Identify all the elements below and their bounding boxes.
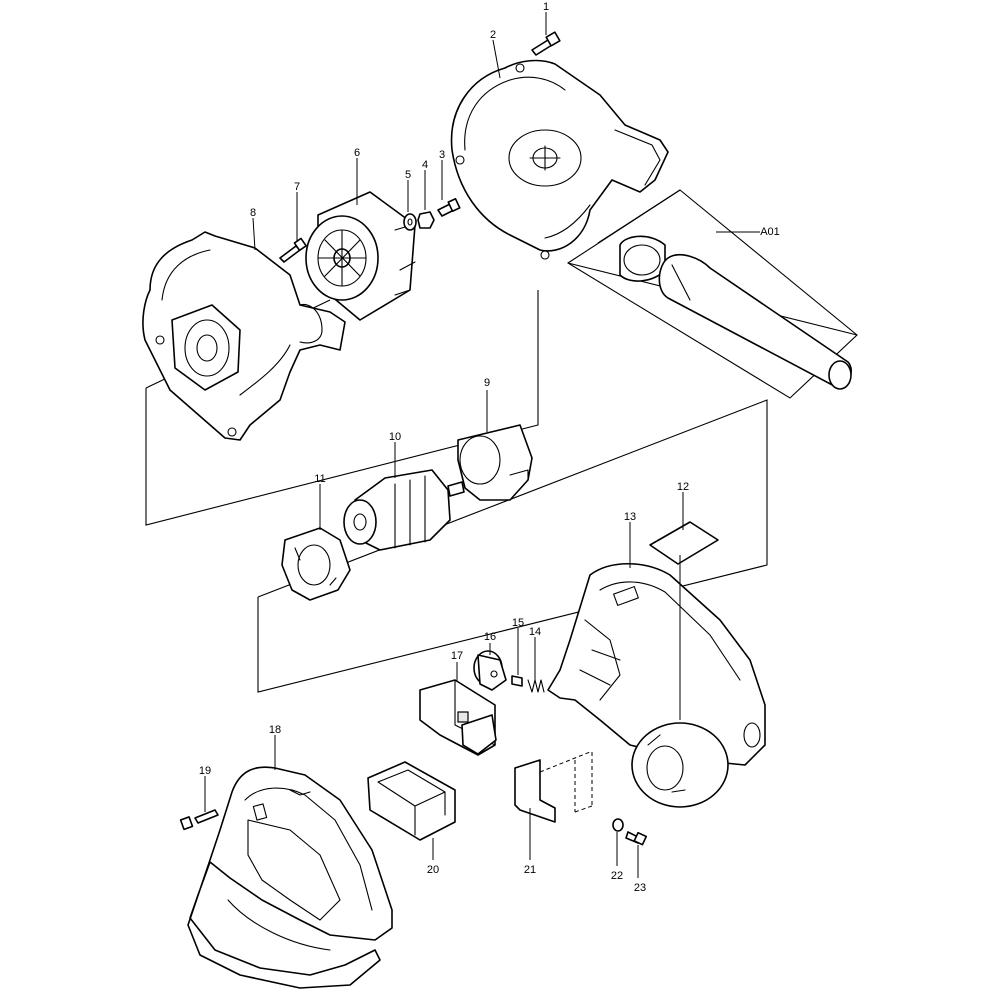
main-housing-part-13[interactable] — [547, 562, 766, 808]
screw-part-23[interactable] — [625, 831, 648, 846]
bracket-part-21[interactable] — [514, 751, 593, 823]
label-2: 2 — [490, 29, 496, 41]
terminal-plate-part-20[interactable] — [367, 761, 456, 841]
label-7: 7 — [294, 181, 300, 193]
label-10: 10 — [389, 431, 401, 443]
brush-holder-part-11[interactable] — [281, 527, 351, 601]
washer-part-22[interactable] — [612, 818, 624, 832]
label-11: 11 — [314, 473, 325, 485]
label-9: 9 — [484, 377, 490, 389]
label-20: 20 — [427, 864, 439, 876]
blower-housing-part-8[interactable] — [142, 231, 346, 441]
label-18: 18 — [269, 724, 281, 736]
nut-part-4[interactable] — [417, 211, 435, 229]
label-23: 23 — [634, 882, 646, 894]
switch-part-17[interactable] — [419, 679, 497, 756]
screw-part-3[interactable] — [437, 197, 461, 217]
switch-knob-part-16[interactable] — [473, 650, 507, 691]
screw-part-19[interactable] — [179, 809, 219, 831]
label-4: 4 — [422, 159, 428, 171]
label-22: 22 — [611, 870, 623, 882]
handle-housing-part-18[interactable] — [187, 766, 393, 989]
label-16: 16 — [484, 631, 496, 643]
nozzle-part-a01[interactable] — [566, 189, 858, 399]
pin-part-15[interactable] — [511, 675, 523, 687]
fan-cover-part-2[interactable] — [450, 59, 669, 260]
spring-part-14[interactable] — [527, 679, 545, 693]
label-5: 5 — [405, 169, 411, 181]
fan-part-6[interactable] — [305, 191, 416, 321]
part-labels: 1 2 3 4 5 6 7 8 9 10 11 12 13 14 15 16 1… — [199, 1, 780, 894]
motor-part-10[interactable] — [343, 469, 465, 551]
leader-lines — [204, 12, 760, 878]
label-17: 17 — [451, 650, 463, 662]
label-part-12[interactable] — [649, 521, 719, 565]
washer-part-5[interactable] — [403, 213, 417, 231]
label-3: 3 — [439, 149, 445, 161]
label-12: 12 — [677, 481, 689, 493]
label-19: 19 — [199, 765, 211, 777]
motor-cap-part-9[interactable] — [457, 424, 533, 501]
label-a01: A01 — [760, 226, 780, 238]
label-15: 15 — [512, 617, 524, 629]
screw-part-7[interactable] — [279, 237, 307, 263]
label-6: 6 — [354, 147, 360, 159]
label-8: 8 — [250, 207, 256, 219]
label-1: 1 — [543, 1, 549, 13]
label-21: 21 — [524, 864, 536, 876]
label-14: 14 — [529, 626, 541, 638]
screw-part-1[interactable] — [531, 31, 561, 56]
label-13: 13 — [624, 511, 636, 523]
